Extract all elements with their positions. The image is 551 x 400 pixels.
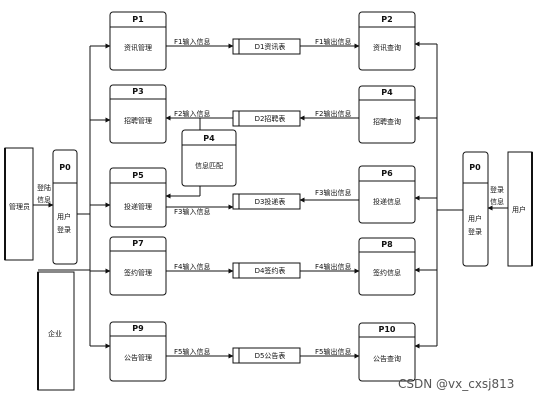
data-store-d4: D4签约表 (232, 262, 301, 279)
process-label: 资讯查询 (373, 43, 401, 52)
flow-label-f3-in: F3输入信息 (174, 207, 210, 216)
process-id: P9 (132, 324, 144, 333)
data-store-label: D1资讯表 (255, 42, 286, 51)
entity-user: 用户 (507, 151, 533, 267)
process-label: 投递信息 (373, 197, 401, 206)
flow-label-f2-out: F2输出信息 (315, 109, 351, 118)
process-id: P1 (132, 15, 144, 24)
process-label: 招聘管理 (124, 116, 152, 125)
flow-label-login-right-2: 信息 (490, 197, 504, 206)
flow-label-f3-out: F3输出信息 (315, 188, 351, 197)
entity-admin-label: 管理员 (9, 202, 30, 211)
process-p2: P2 资讯查询 (358, 11, 416, 71)
flow-label-f1-in: F1输入信息 (174, 37, 210, 46)
process-id: P5 (132, 171, 144, 180)
process-p10: P10 公告查询 (358, 322, 416, 382)
process-id: P0 (469, 163, 481, 172)
process-label-line1: 用户 (57, 212, 71, 221)
process-p9: P9 公告管理 (109, 321, 167, 382)
process-label-line2: 登录 (468, 227, 482, 236)
data-store-d3: D3投递表 (232, 193, 301, 210)
entity-user-label: 用户 (512, 205, 526, 214)
process-id: P10 (379, 325, 396, 334)
flow-label-f4-out: F4输出信息 (315, 262, 351, 271)
process-id: P6 (381, 169, 393, 178)
process-label: 公告管理 (124, 353, 152, 362)
data-store-d1: D1资讯表 (232, 38, 301, 55)
data-store-label: D3投递表 (255, 197, 286, 206)
process-p1: P1 资讯管理 (109, 11, 167, 71)
data-store-label: D2招聘表 (255, 114, 286, 123)
process-login-right: P0 用户 登录 (462, 151, 489, 267)
process-label: 公告查询 (373, 354, 401, 363)
process-p4: P4 招聘查询 (358, 85, 416, 144)
process-p4-match: P4 信息匹配 (181, 129, 237, 187)
entity-company-label: 企业 (48, 329, 62, 338)
data-store-label: D5公告表 (255, 351, 286, 360)
entity-company: 企业 (37, 271, 75, 391)
process-label: 签约管理 (124, 268, 152, 277)
process-p7: P7 签约管理 (109, 236, 167, 296)
process-id: P2 (381, 15, 392, 24)
flow-lines (33, 41, 508, 359)
flow-label-login-left-2: 信息 (37, 195, 51, 204)
process-label: 信息匹配 (195, 161, 223, 170)
watermark: CSDN @vx_cxsj813 (398, 377, 514, 391)
process-id: P7 (132, 239, 143, 248)
process-id: P4 (381, 88, 393, 97)
process-label-line1: 用户 (468, 214, 482, 223)
process-label-line2: 登录 (57, 225, 71, 234)
entity-admin: 管理员 (4, 147, 34, 261)
flow-label-f5-out: F5输出信息 (315, 347, 351, 356)
data-store-d5: D5公告表 (232, 347, 301, 364)
process-p5: P5 投递管理 (109, 167, 167, 228)
process-label: 招聘查询 (373, 117, 401, 126)
process-p3: P3 招聘管理 (109, 84, 167, 144)
flow-label-login-left-1: 登陆 (37, 183, 51, 192)
process-label: 签约信息 (373, 268, 401, 277)
process-id: P4 (203, 134, 215, 143)
process-label: 资讯管理 (124, 43, 152, 52)
process-label: 投递管理 (124, 202, 152, 211)
flow-label-login-right-1: 登录 (490, 185, 504, 194)
data-store-d2: D2招聘表 (232, 110, 301, 127)
process-id: P3 (132, 87, 143, 96)
flow-label-f2-in: F2输入信息 (174, 109, 210, 118)
process-p8: P8 签约信息 (358, 237, 416, 296)
process-p6: P6 投递信息 (358, 165, 416, 224)
process-id: P0 (59, 163, 71, 172)
process-login-left: P0 用户 登录 (52, 149, 78, 265)
data-store-label: D4签约表 (255, 266, 286, 275)
flow-label-f5-in: F5输入信息 (174, 347, 210, 356)
process-id: P8 (381, 240, 393, 249)
flow-label-f4-in: F4输入信息 (174, 262, 210, 271)
flow-label-f1-out: F1输出信息 (315, 37, 351, 46)
